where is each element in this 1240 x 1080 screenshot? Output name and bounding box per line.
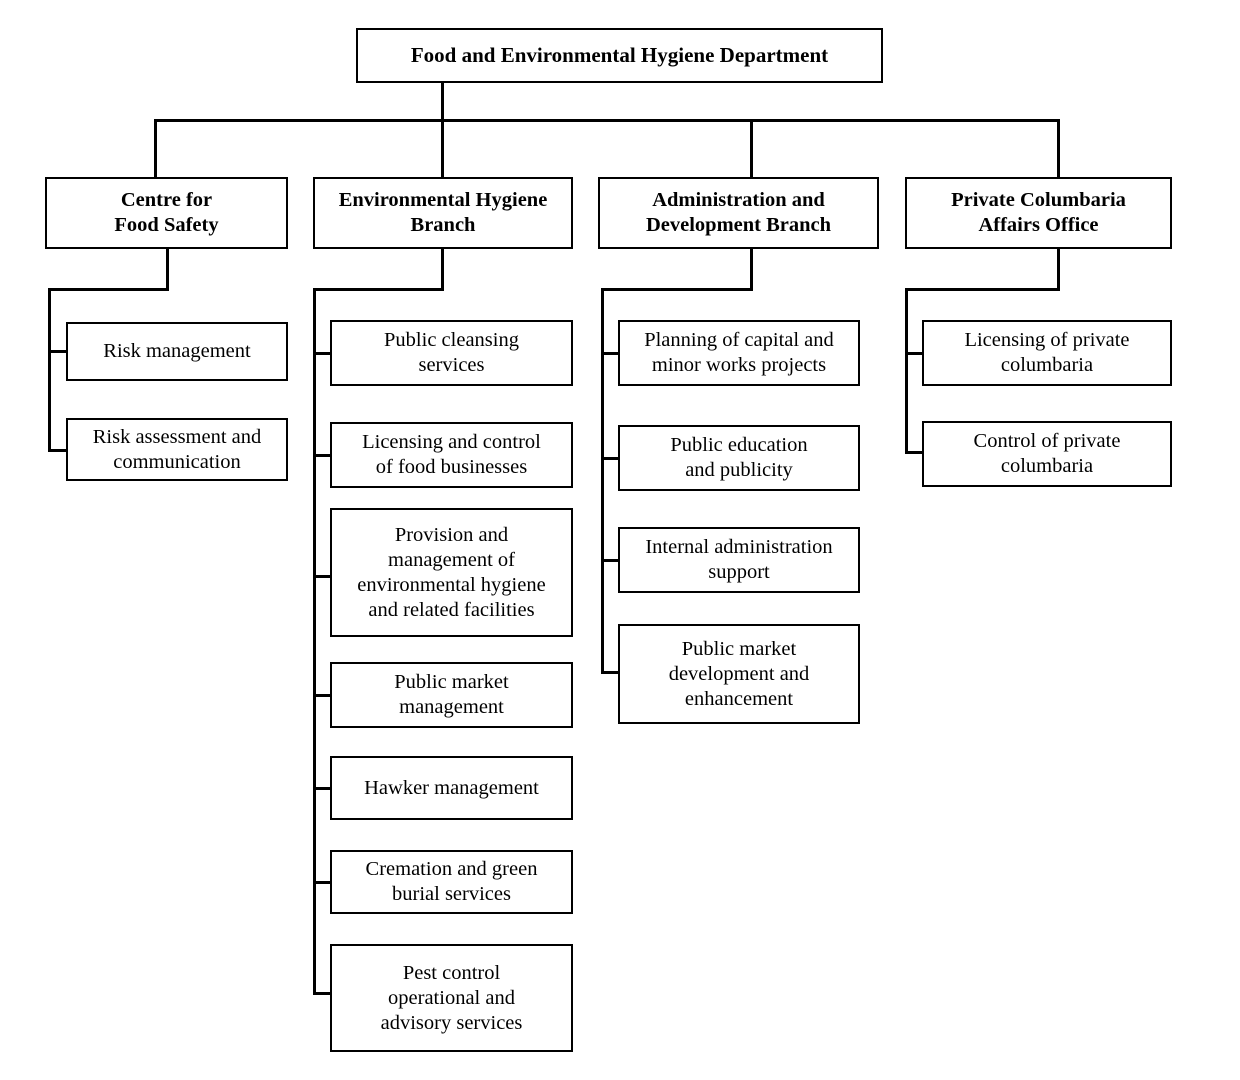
- node-leaf-public-market-development-and-enhancement[interactable]: Public market development and enhancemen…: [618, 624, 860, 724]
- connector-b3-stub-3: [601, 559, 621, 562]
- connector-b2-spine: [313, 288, 316, 995]
- node-leaf-label: Risk assessment and communication: [92, 425, 262, 473]
- node-leaf-label: Hawker management: [364, 776, 539, 799]
- connector-b2-stub-1: [313, 352, 333, 355]
- node-leaf-control-of-private-columbaria[interactable]: Control of private columbaria: [922, 421, 1172, 487]
- node-leaf-label: Risk management: [103, 340, 251, 362]
- connector-b3-stub-2: [601, 457, 621, 460]
- node-branch-label: Centre for Food Safety: [114, 189, 219, 236]
- connector-root-bus: [154, 119, 1060, 122]
- connector-b3-stub-1: [601, 352, 621, 355]
- connector-b4-stub-2: [905, 451, 925, 454]
- node-leaf-label: Public cleansing services: [384, 329, 519, 376]
- connector-b4-jog: [905, 288, 1060, 291]
- node-leaf-label: Licensing of private columbaria: [964, 329, 1130, 376]
- node-leaf-public-market-management[interactable]: Public market management: [330, 662, 573, 728]
- connector-b1-jog: [48, 288, 169, 291]
- connector-drop-branch-2: [441, 119, 444, 177]
- node-branch-label: Administration and Development Branch: [645, 189, 832, 236]
- node-leaf-cremation-and-green-burial-services[interactable]: Cremation and green burial services: [330, 850, 573, 914]
- node-leaf-licensing-of-private-columbaria[interactable]: Licensing of private columbaria: [922, 320, 1172, 386]
- connector-root-stem: [441, 82, 444, 121]
- node-leaf-label: Licensing and control of food businesses: [362, 431, 541, 478]
- connector-b3-spine: [601, 288, 604, 673]
- node-leaf-provision-and-management-of-environmental-hygiene-and-related-facilities[interactable]: Provision and management of environmenta…: [330, 508, 573, 637]
- node-leaf-label: Planning of capital and minor works proj…: [644, 329, 834, 376]
- connector-b2-stub-3: [313, 575, 333, 578]
- connector-b3-jog: [601, 288, 753, 291]
- connector-b4-stub-1: [905, 352, 925, 355]
- node-leaf-label: Cremation and green burial services: [365, 858, 538, 905]
- connector-b2-stub-7: [313, 992, 333, 995]
- node-leaf-label: Public market development and enhancemen…: [668, 637, 810, 710]
- connector-drop-branch-3: [750, 119, 753, 177]
- node-branch-label: Private Columbaria Affairs Office: [951, 189, 1126, 236]
- node-leaf-label: Pest control operational and advisory se…: [380, 961, 523, 1034]
- node-leaf-planning-of-capital-and-minor-works-projects[interactable]: Planning of capital and minor works proj…: [618, 320, 860, 386]
- node-branch-label: Environmental Hygiene Branch: [338, 189, 548, 236]
- connector-b3-stem: [750, 248, 753, 290]
- node-leaf-public-education-and-publicity[interactable]: Public education and publicity: [618, 425, 860, 491]
- node-root-label: Food and Environmental Hygiene Departmen…: [410, 42, 829, 67]
- connector-drop-branch-1: [154, 119, 157, 177]
- node-branch-centre-for-food-safety[interactable]: Centre for Food Safety: [45, 177, 288, 249]
- node-leaf-label: Internal administration support: [645, 536, 833, 583]
- node-leaf-risk-management[interactable]: Risk management: [66, 322, 288, 381]
- connector-b2-stub-2: [313, 454, 333, 457]
- connector-b2-stub-5: [313, 787, 333, 790]
- connector-b2-stem: [441, 248, 444, 290]
- node-leaf-label: Public market management: [394, 671, 509, 718]
- node-leaf-public-cleansing-services[interactable]: Public cleansing services: [330, 320, 573, 386]
- node-leaf-label: Public education and publicity: [670, 434, 808, 481]
- node-branch-environmental-hygiene-branch[interactable]: Environmental Hygiene Branch: [313, 177, 573, 249]
- connector-b1-spine: [48, 288, 51, 452]
- connector-b1-stub-2: [48, 449, 68, 452]
- node-leaf-hawker-management[interactable]: Hawker management: [330, 756, 573, 820]
- node-branch-administration-and-development-branch[interactable]: Administration and Development Branch: [598, 177, 879, 249]
- node-leaf-licensing-and-control-of-food-businesses[interactable]: Licensing and control of food businesses: [330, 422, 573, 488]
- connector-b2-stub-4: [313, 694, 333, 697]
- connector-b2-jog: [313, 288, 444, 291]
- node-leaf-pest-control-operational-and-advisory-services[interactable]: Pest control operational and advisory se…: [330, 944, 573, 1052]
- node-leaf-label: Provision and management of environmenta…: [357, 523, 546, 621]
- connector-b1-stub-1: [48, 350, 68, 353]
- connector-b4-spine: [905, 288, 908, 454]
- node-leaf-label: Control of private columbaria: [973, 430, 1121, 477]
- node-leaf-internal-administration-support[interactable]: Internal administration support: [618, 527, 860, 593]
- connector-b4-stem: [1057, 248, 1060, 290]
- node-branch-private-columbaria-affairs-office[interactable]: Private Columbaria Affairs Office: [905, 177, 1172, 249]
- node-root[interactable]: Food and Environmental Hygiene Departmen…: [356, 28, 883, 83]
- node-leaf-risk-assessment-and-communication[interactable]: Risk assessment and communication: [66, 418, 288, 481]
- connector-b2-stub-6: [313, 881, 333, 884]
- connector-drop-branch-4: [1057, 119, 1060, 177]
- connector-b1-stem: [166, 248, 169, 290]
- connector-b3-stub-4: [601, 671, 621, 674]
